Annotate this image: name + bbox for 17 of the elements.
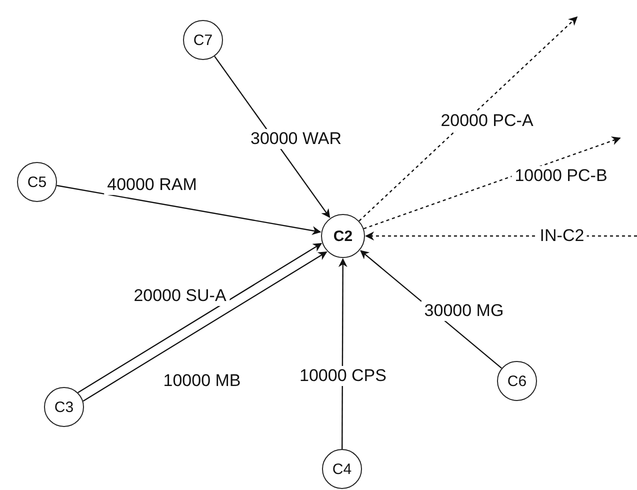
node-circle (322, 449, 362, 489)
arrow (338, 258, 348, 449)
dashed-arrow (364, 136, 621, 230)
node-label: C7 (193, 32, 213, 48)
arrow (214, 56, 330, 218)
node-label: C5 (27, 174, 47, 190)
node-label: C3 (54, 398, 74, 416)
node-circle (497, 361, 537, 401)
node-circle (183, 20, 223, 60)
node-label: C6 (507, 372, 527, 390)
node-label: C4 (332, 460, 352, 478)
node-circle (17, 162, 57, 202)
dashed-arrow (358, 16, 578, 222)
node-label: C2 (333, 228, 353, 244)
node-circle (321, 214, 365, 258)
node-circle (44, 387, 84, 427)
arrow (56, 184, 322, 236)
